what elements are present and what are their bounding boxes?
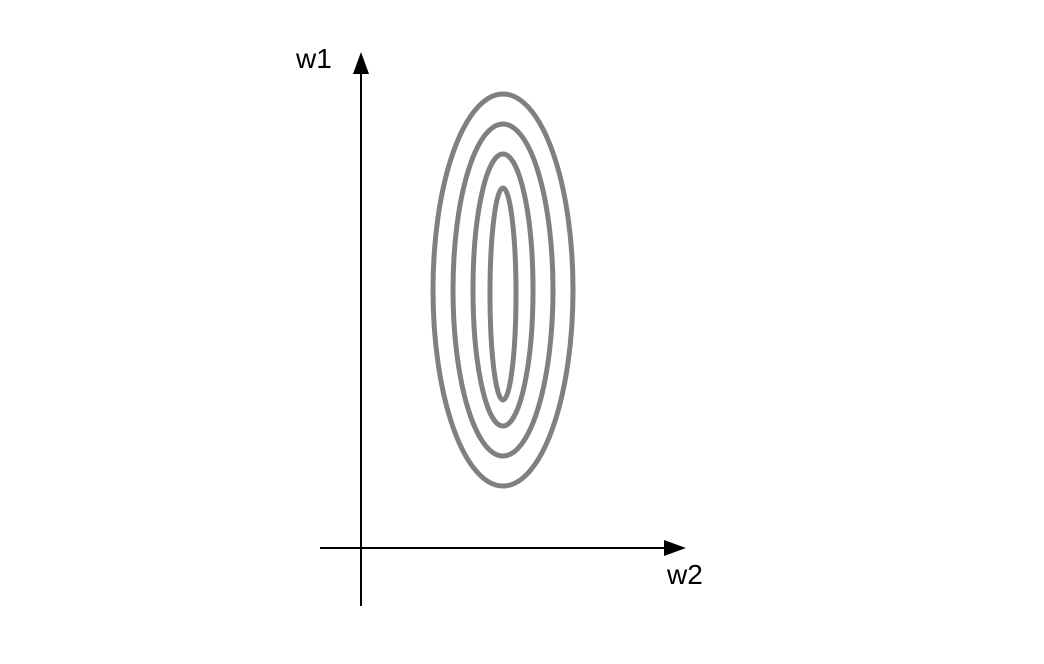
axes (320, 52, 686, 606)
x-axis-label: w2 (666, 559, 703, 590)
contour-group (430, 91, 576, 489)
contour-ring-outer (430, 91, 576, 489)
contour-ring-inner (487, 185, 519, 403)
y-axis-arrow (353, 52, 369, 74)
x-axis-arrow (664, 540, 686, 556)
contour-ring-second (450, 121, 556, 459)
contour-ring-third (470, 151, 536, 429)
y-axis-label: w1 (295, 43, 332, 74)
